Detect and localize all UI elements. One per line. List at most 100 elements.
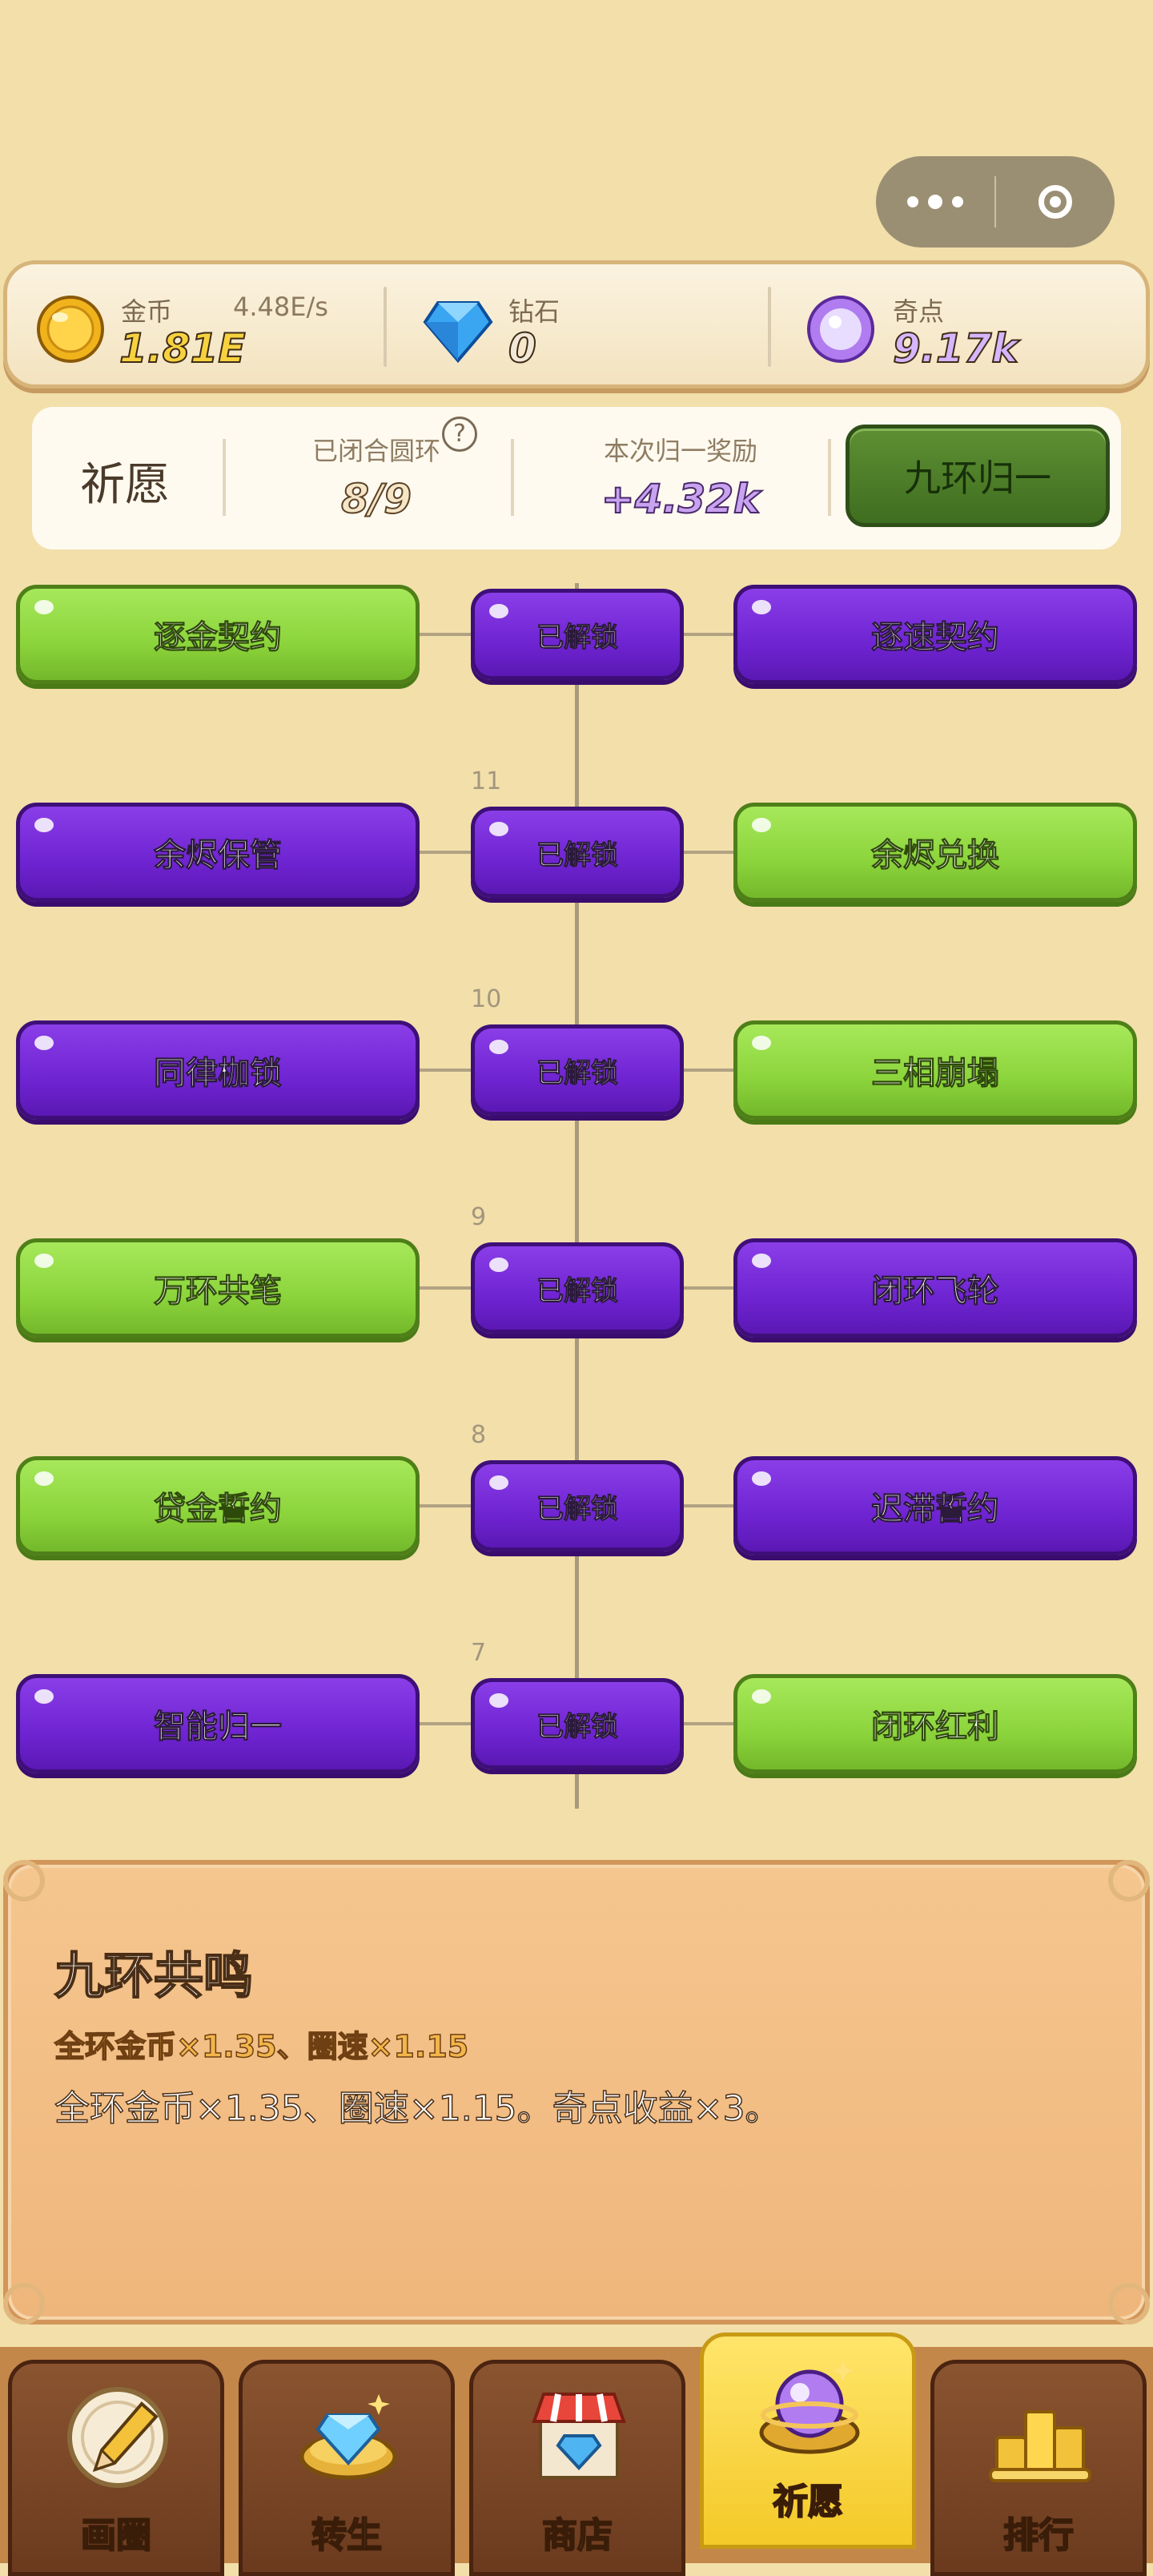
tree-connector — [684, 851, 733, 854]
node-label: 迟滞誓约 — [871, 1491, 1000, 1528]
button-shine — [489, 1040, 508, 1054]
unlocked-status-button[interactable]: 已解锁 — [471, 589, 684, 680]
gold-label: 金币 — [121, 296, 173, 327]
upgrade-node-right[interactable]: 闭环红利 — [733, 1674, 1137, 1773]
upgrade-node-left[interactable]: 万环共笔 — [16, 1238, 420, 1338]
node-label: 已解锁 — [536, 1710, 619, 1743]
more-dot-icon — [928, 195, 942, 209]
panel-corner-ornament — [3, 2283, 45, 2324]
unlocked-status-button[interactable]: 已解锁 — [471, 1242, 684, 1334]
tree-connector — [420, 851, 471, 854]
button-shine — [34, 818, 54, 832]
capsule-divider — [994, 176, 996, 227]
upgrade-description: 全环金币×1.35、圈速×1.15。奇点收益×3。 — [54, 2087, 781, 2130]
button-shine — [34, 1689, 54, 1704]
button-shine — [34, 1254, 54, 1268]
tree-connector — [420, 1722, 471, 1725]
upgrade-node-right[interactable]: 闭环飞轮 — [733, 1238, 1137, 1338]
tab-label: 画圈 — [80, 2514, 152, 2557]
tree-connector — [420, 633, 471, 636]
unlocked-status-button[interactable]: 已解锁 — [471, 1678, 684, 1769]
upgrade-node-right[interactable]: 余烬兑换 — [733, 803, 1137, 902]
oddity-orb-icon — [807, 296, 874, 363]
bottom-nav: 画圈 转生 商店 祈愿 — [0, 2332, 1153, 2576]
node-label: 逐金契约 — [154, 619, 283, 657]
return-to-one-button[interactable]: 九环归一 — [846, 425, 1110, 527]
node-label: 三相崩塌 — [871, 1055, 1000, 1093]
tree-level-number: 11 — [471, 767, 502, 795]
tree-connector — [684, 1286, 733, 1290]
upgrade-node-right[interactable]: 三相崩塌 — [733, 1020, 1137, 1120]
tab-shop[interactable]: 商店 — [469, 2360, 685, 2576]
upgrade-node-right[interactable]: 逐速契约 — [733, 585, 1137, 684]
node-label: 已解锁 — [536, 1057, 619, 1089]
resource-bar: 金币 4.48E/s 1.81E 钻石 0 奇点 9.17k — [3, 260, 1150, 388]
miniprogram-capsule — [876, 156, 1115, 248]
gold-coin-icon — [37, 296, 104, 363]
panel-corner-ornament — [1108, 2283, 1150, 2324]
target-icon — [1039, 185, 1072, 219]
button-shine — [34, 600, 54, 614]
button-shine — [34, 1471, 54, 1486]
more-menu-button[interactable] — [876, 156, 994, 248]
tree-level-number: 7 — [471, 1639, 487, 1667]
tab-label: 商店 — [541, 2514, 613, 2557]
upgrade-node-right[interactable]: 迟滞誓约 — [733, 1456, 1137, 1556]
tab-rebirth[interactable]: 转生 — [239, 2360, 455, 2576]
close-miniprogram-button[interactable] — [996, 185, 1115, 219]
diamond-label: 钻石 — [508, 296, 560, 327]
node-label: 万环共笔 — [154, 1273, 283, 1310]
tab-ranking[interactable]: 排行 — [930, 2360, 1147, 2576]
tree-connector — [684, 633, 733, 636]
reward-label: 本次归一奖励 — [603, 436, 757, 466]
button-shine — [489, 1258, 508, 1272]
oddity-resource: 奇点 9.17k — [805, 276, 1141, 380]
tree-level-number: 8 — [471, 1421, 487, 1449]
upgrade-node-left[interactable]: 智能归一 — [16, 1674, 420, 1773]
oddity-label: 奇点 — [893, 296, 945, 327]
button-shine — [489, 822, 508, 836]
more-dot-icon — [952, 196, 963, 207]
tab-wish[interactable]: 祈愿 — [700, 2332, 916, 2549]
button-shine — [752, 1689, 771, 1704]
orb-icon — [759, 2361, 860, 2454]
diamond-icon — [423, 301, 493, 364]
unlocked-status-button[interactable]: 已解锁 — [471, 807, 684, 898]
resource-divider — [768, 287, 771, 367]
shop-icon — [532, 2393, 626, 2479]
button-shine — [489, 604, 508, 618]
unlocked-status-button[interactable]: 已解锁 — [471, 1024, 684, 1116]
wish-divider — [223, 439, 226, 516]
button-shine — [752, 600, 771, 614]
button-shine — [752, 1471, 771, 1486]
help-icon[interactable]: ? — [442, 417, 477, 452]
node-label: 已解锁 — [536, 621, 619, 654]
tab-label: 祈愿 — [772, 2481, 844, 2523]
node-label: 贷金誓约 — [154, 1491, 283, 1528]
upgrade-subtitle: 全环金币×1.35、圈速×1.15 — [54, 2028, 469, 2065]
button-shine — [752, 818, 771, 832]
unlocked-status-button[interactable]: 已解锁 — [471, 1460, 684, 1552]
more-dot-icon — [907, 196, 918, 207]
tab-label: 转生 — [311, 2514, 383, 2557]
gold-value: 1.81E — [119, 324, 247, 372]
tree-trunk — [575, 583, 579, 1809]
tab-draw-circle[interactable]: 画圈 — [8, 2360, 224, 2576]
upgrade-node-left[interactable]: 余烬保管 — [16, 803, 420, 902]
tree-connector — [684, 1722, 733, 1725]
crystal-icon — [299, 2394, 397, 2480]
upgrade-node-left[interactable]: 逐金契约 — [16, 585, 420, 684]
gold-rate: 4.48E/s — [233, 292, 328, 322]
closed-rings-value: 8/9 — [340, 475, 412, 523]
closed-rings-label: 已闭合圆环 — [311, 436, 440, 466]
return-button-label: 九环归一 — [904, 457, 1051, 500]
node-label: 余烬保管 — [154, 837, 283, 875]
upgrade-title: 九环共鸣 — [54, 1946, 254, 2006]
upgrade-node-left[interactable]: 同律枷锁 — [16, 1020, 420, 1120]
upgrade-node-left[interactable]: 贷金誓约 — [16, 1456, 420, 1556]
node-label: 已解锁 — [536, 839, 619, 871]
diamond-value: 0 — [508, 324, 537, 372]
tree-level-number: 10 — [471, 985, 502, 1013]
diamond-resource: 钻石 0 — [422, 276, 758, 380]
